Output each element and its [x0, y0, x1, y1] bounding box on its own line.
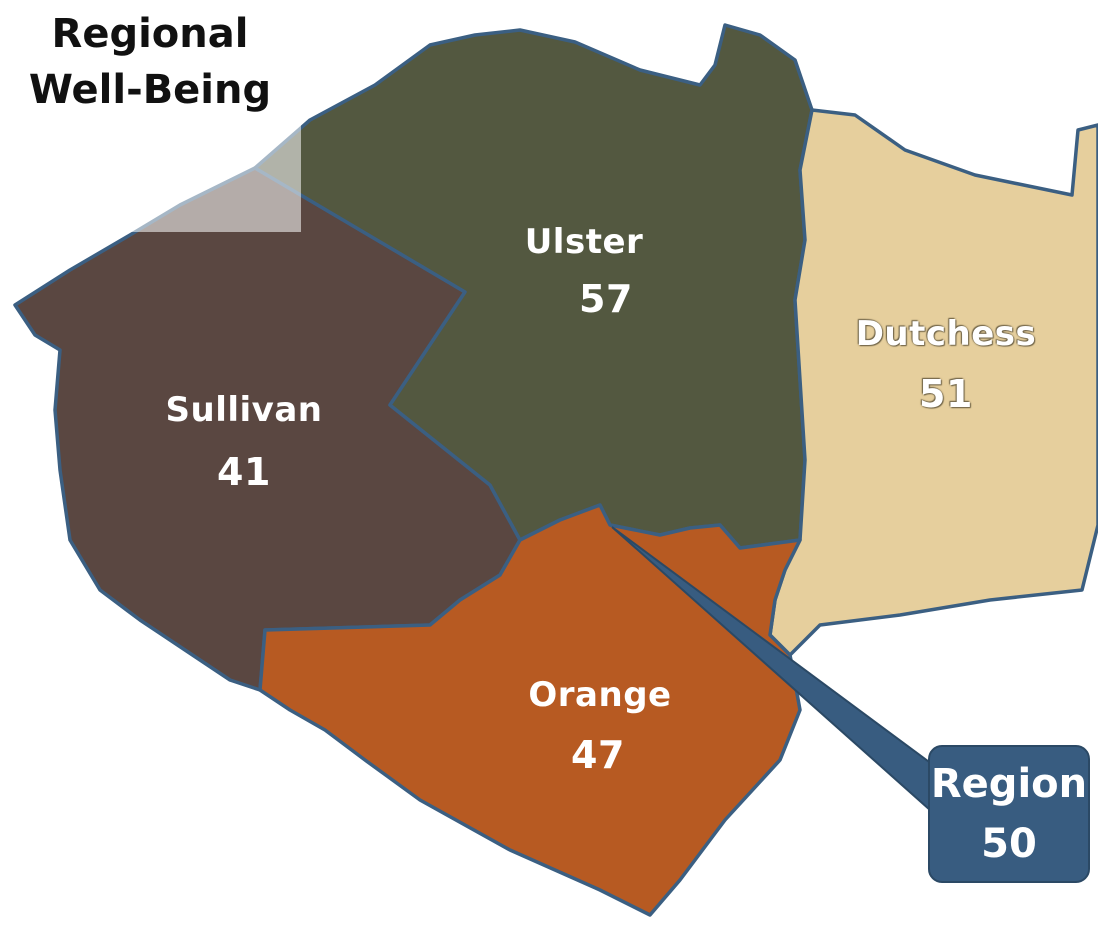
- dutchess-county-shape[interactable]: [768, 108, 1098, 657]
- sullivan-value: 41: [217, 450, 271, 494]
- dutchess-value: 51: [919, 372, 973, 416]
- region-label: Region: [930, 761, 1088, 807]
- sullivan-label: Sullivan: [165, 390, 323, 430]
- region-callout-box: Region 50: [928, 745, 1090, 883]
- map-title: Regional Well-Being: [0, 6, 300, 118]
- dutchess-label: Dutchess: [855, 314, 1037, 354]
- title-line-2: Well-Being: [28, 67, 272, 113]
- ulster-value: 57: [579, 277, 633, 321]
- ulster-label: Ulster: [524, 222, 644, 262]
- title-line-1: Regional: [51, 11, 249, 57]
- region-value: 50: [981, 821, 1037, 867]
- orange-label: Orange: [528, 675, 672, 715]
- orange-county-shape[interactable]: [258, 503, 802, 917]
- title-overlay: [0, 0, 301, 232]
- orange-value: 47: [571, 733, 625, 777]
